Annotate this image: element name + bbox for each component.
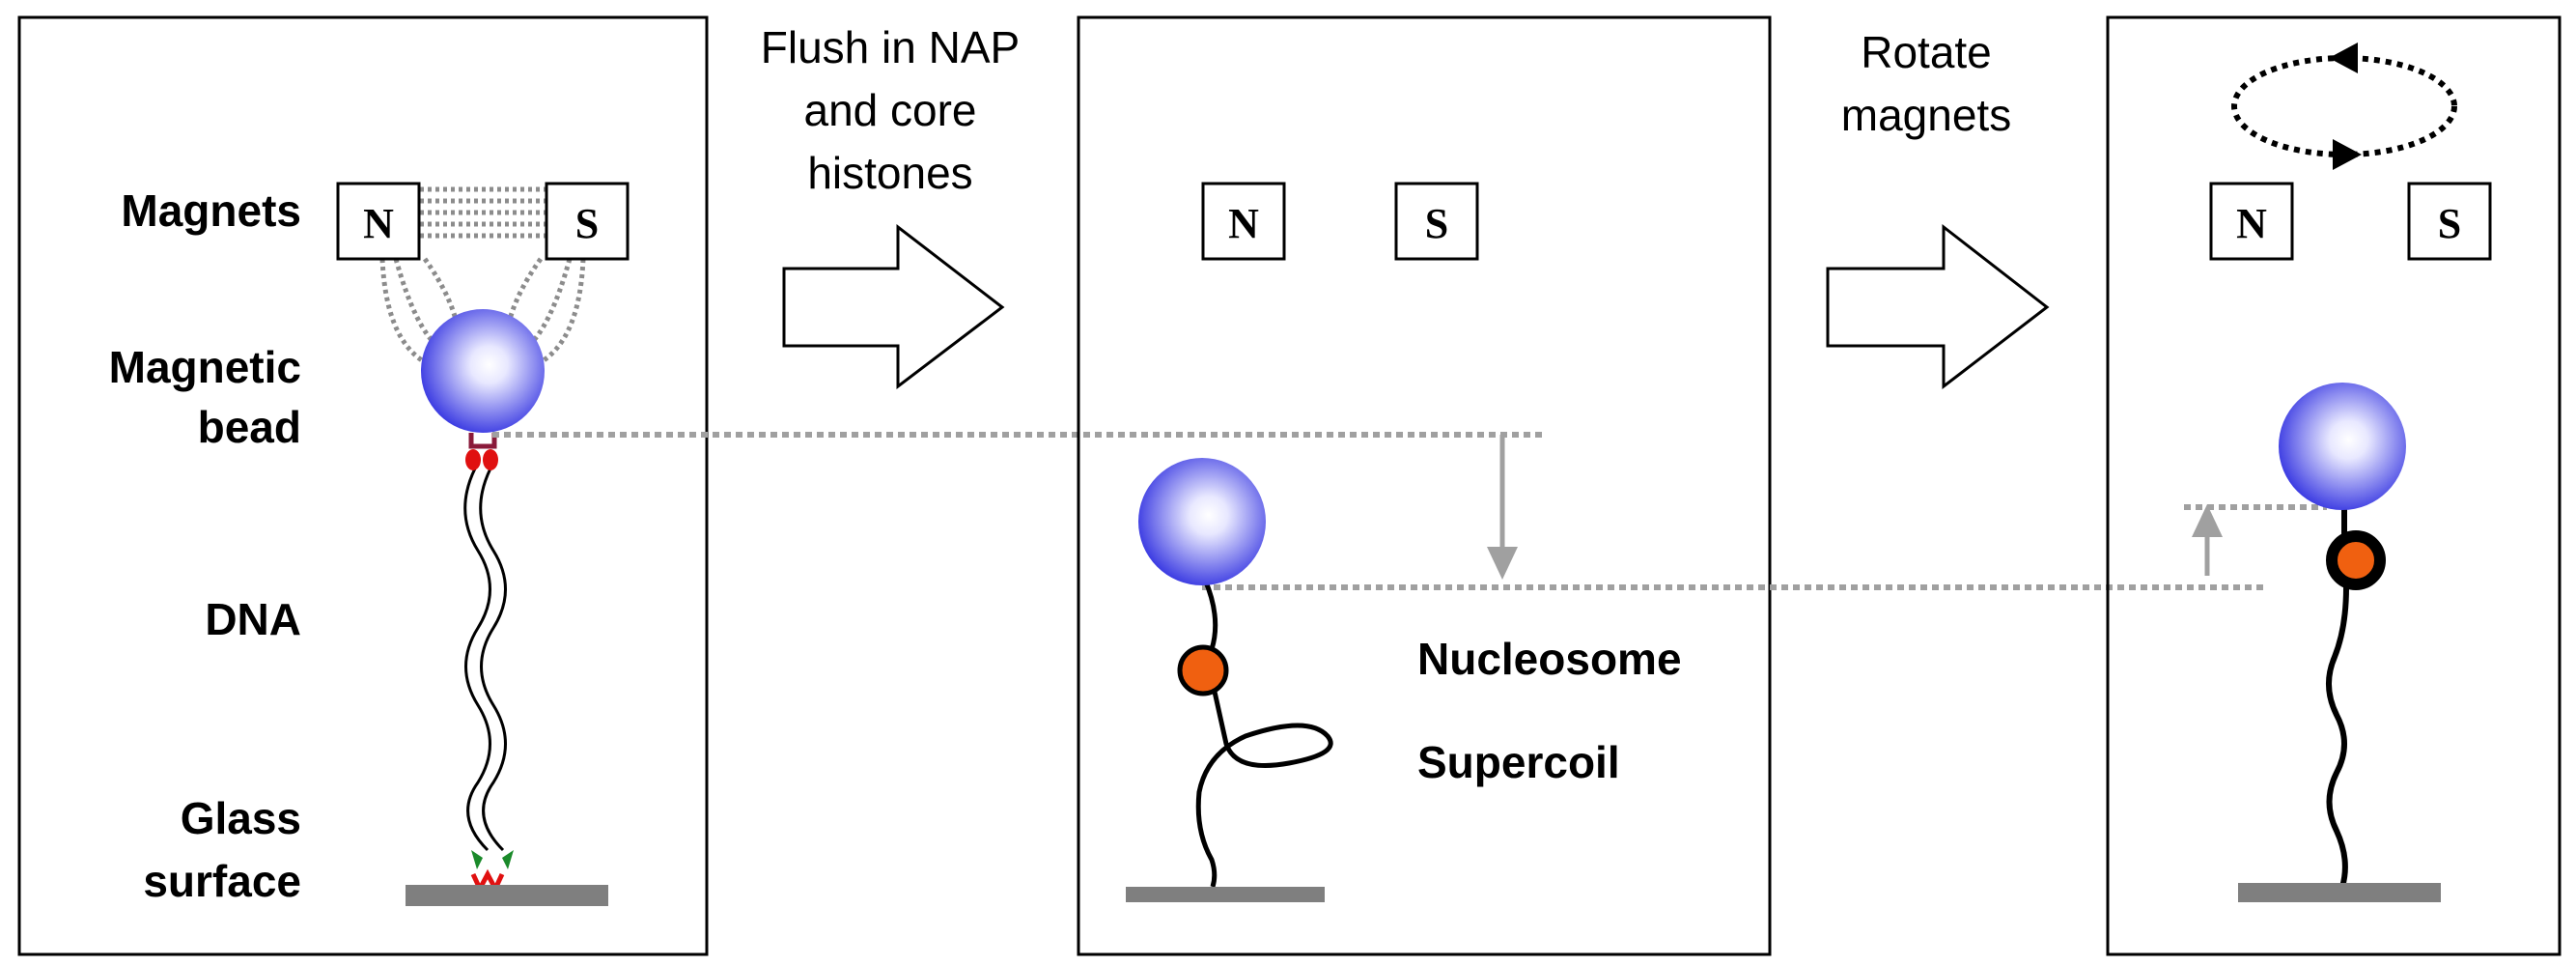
panel-3-frame: [2106, 15, 2562, 956]
down-arrow-icon: [1487, 435, 1518, 580]
magnets-label: Magnets: [121, 185, 301, 236]
step-1-arrow-icon: [782, 223, 1005, 390]
step-2-label-line1: Rotate: [1861, 27, 1992, 77]
glass-surface-panel-1: [406, 885, 608, 906]
rotation-arrows-icon: [2231, 43, 2457, 170]
panel-2-frame: [1077, 15, 1772, 956]
magnetic-bead-panel-1: [421, 309, 545, 433]
north-magnet-panel-1: [336, 182, 421, 261]
nucleosome-label: Nucleosome: [1417, 634, 1682, 684]
south-pole-label-panel-1: S: [575, 200, 599, 247]
south-pole-label-panel-2: S: [1425, 200, 1448, 247]
panel-1-frame: [17, 15, 709, 956]
north-pole-label-panel-2: N: [1228, 200, 1259, 247]
supercoil-label: Supercoil: [1417, 737, 1620, 787]
glass-surface-label-line2: surface: [143, 856, 301, 906]
step-1-label-line3: histones: [807, 148, 972, 198]
step-1-label-line2: and core: [803, 85, 976, 135]
up-arrow-icon: [2192, 504, 2223, 576]
step-2-label-line2: magnets: [1841, 90, 2011, 140]
magnetic-bead-label-line1: Magnetic: [109, 342, 301, 392]
bead-attachment: [465, 433, 498, 470]
glass-surface-panel-2: [1126, 887, 1325, 902]
north-magnet-panel-3: [2209, 182, 2294, 261]
south-magnet-panel-2: [1394, 182, 1479, 261]
magnetic-bead-panel-2: [1138, 458, 1266, 585]
glass-surface-label-line1: Glass: [181, 793, 301, 843]
magnetic-bead-label-line2: bead: [198, 402, 301, 452]
step-1-label-line1: Flush in NAP: [761, 22, 1020, 72]
south-pole-label-panel-3: S: [2438, 200, 2461, 247]
dna-label: DNA: [205, 594, 301, 644]
glass-surface-panel-3: [2238, 883, 2441, 902]
dna-strand-panel-2: [1195, 579, 1333, 888]
south-magnet-panel-1: [545, 182, 630, 261]
step-2-arrow-icon: [1826, 223, 2050, 390]
north-magnet-panel-2: [1201, 182, 1286, 261]
south-magnet-panel-3: [2407, 182, 2492, 261]
north-pole-label-panel-3: N: [2236, 200, 2267, 247]
nucleosome-panel-2: [1177, 644, 1229, 696]
surface-attachment: [470, 850, 514, 895]
magnetic-bead-panel-3: [2279, 383, 2406, 510]
dna-strand-panel-1: [463, 468, 507, 852]
nucleosome-panel-3: [2326, 530, 2386, 590]
north-pole-label-panel-1: N: [363, 200, 394, 247]
